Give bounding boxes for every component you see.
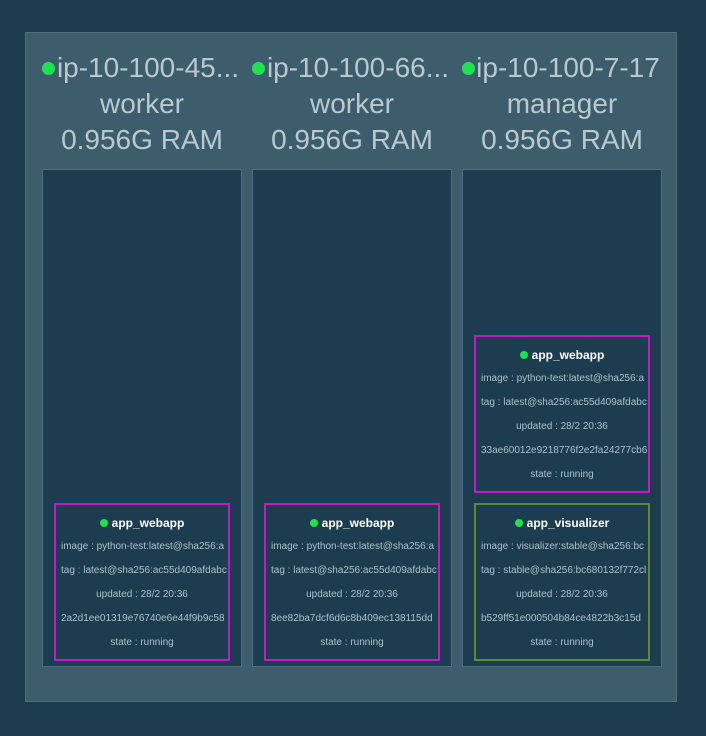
task-name: app_visualizer [526,516,610,530]
task-status-dot-icon [514,518,523,527]
cluster-panel: ip-10-100-45... worker 0.956G RAM app_we… [25,32,677,702]
task-tag: tag : stable@sha256:bc680132f772cl [481,565,647,576]
node-header: ip-10-100-66... worker 0.956G RAM [252,33,452,163]
task-status-dot-icon [309,518,318,527]
node-header: ip-10-100-45... worker 0.956G RAM [42,33,242,163]
node-status-dot-icon [42,62,55,75]
node-hostname: ip-10-100-45... [56,52,240,83]
node-status-dot-icon [462,62,475,75]
task-updated: updated : 28/2 20:36 [516,589,608,600]
task-updated: updated : 28/2 20:36 [516,421,608,432]
task-title: app_visualizer [476,513,648,533]
task-tag: tag : latest@sha256:ac55d409afdabc [61,565,227,576]
task-name: app_webapp [531,348,605,362]
task-updated: updated : 28/2 20:36 [306,589,398,600]
node-task-area: app_webapp image : python-test:latest@sh… [42,169,242,667]
node-header: ip-10-100-7-17 manager 0.956G RAM [462,33,662,163]
node-memory: 0.956G RAM [271,124,433,155]
task-card-app-visualizer[interactable]: app_visualizer image : visualizer:stable… [474,503,650,661]
task-title: app_webapp [56,513,228,533]
node-role: worker [309,88,394,119]
task-id: 8ee82ba7dcf6d6c8b409ec138115dd [271,613,433,624]
task-title: app_webapp [476,345,648,365]
task-name: app_webapp [111,516,185,530]
node-task-area: app_webapp image : python-test:latest@sh… [252,169,452,667]
node-memory: 0.956G RAM [61,124,223,155]
task-updated: updated : 28/2 20:36 [96,589,188,600]
task-card-app-webapp[interactable]: app_webapp image : python-test:latest@sh… [474,335,650,493]
task-state: state : running [320,637,384,648]
node-role: manager [506,88,618,119]
task-image: image : visualizer:stable@sha256:bc [481,541,645,552]
task-tag: tag : latest@sha256:ac55d409afdabc [271,565,437,576]
task-id: 33ae60012e9218776f2e2fa24277cb6 [481,445,648,456]
task-title: app_webapp [266,513,438,533]
task-state: state : running [110,637,174,648]
node-role: worker [99,88,184,119]
node-hostname: ip-10-100-66... [266,52,450,83]
task-status-dot-icon [99,518,108,527]
task-image: image : python-test:latest@sha256:a [481,373,645,384]
task-status-dot-icon [519,350,528,359]
node-hostname: ip-10-100-7-17 [476,52,660,83]
task-tag: tag : latest@sha256:ac55d409afdabc [481,397,647,408]
task-image: image : python-test:latest@sha256:a [271,541,435,552]
task-state: state : running [530,469,594,480]
node-status-dot-icon [252,62,265,75]
task-name: app_webapp [321,516,395,530]
node-task-area: app_webapp image : python-test:latest@sh… [462,169,662,667]
node-memory: 0.956G RAM [481,124,643,155]
task-id: b529ff51e000504b84ce4822b3c15d [481,613,641,624]
task-card-app-webapp[interactable]: app_webapp image : python-test:latest@sh… [264,503,440,661]
task-id: 2a2d1ee01319e76740e6e44f9b9c58 [61,613,225,624]
task-card-app-webapp[interactable]: app_webapp image : python-test:latest@sh… [54,503,230,661]
task-state: state : running [530,637,594,648]
task-image: image : python-test:latest@sha256:a [61,541,225,552]
